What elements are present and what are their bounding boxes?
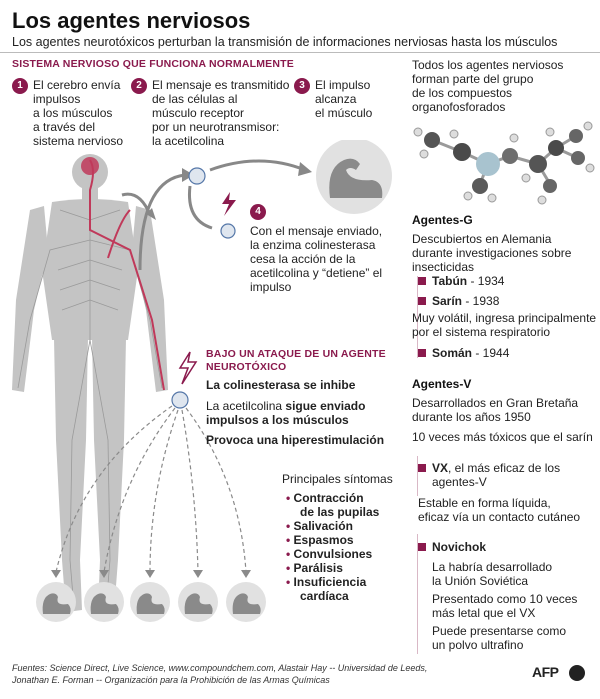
attack-line-4: Provoca una hiperestimulación xyxy=(206,433,385,447)
dashed-arrow-heads-icon xyxy=(51,570,251,578)
brain-icon xyxy=(81,157,99,175)
arrow-head-icon xyxy=(298,162,312,176)
nervous-system-illustration xyxy=(12,140,392,622)
sources-note: Fuentes: Science Direct, Live Science, w… xyxy=(12,663,428,685)
vx-entry: VX, el más eficaz de los agentes-V xyxy=(432,461,561,489)
symptom-item: • Espasmos xyxy=(286,533,354,547)
attack-line-2: La acetilcolina sigue enviado xyxy=(206,399,366,413)
symptoms-list: • Contracción de las pupilas • Salivació… xyxy=(286,491,379,603)
flexed-arm-icon xyxy=(329,158,383,198)
arrow-to-muscle-icon xyxy=(209,159,306,172)
molecule-illustration xyxy=(413,121,595,205)
dashed-arrows-icon xyxy=(55,405,247,573)
sarin-entry: Sarín - 1938 xyxy=(432,294,500,308)
vx-bullet xyxy=(418,464,426,472)
agents-v-divider xyxy=(417,456,418,496)
agents-g-divider xyxy=(417,276,418,358)
normal-system-heading: SISTEMA NERVIOSO QUE FUNCIONA NORMALMENT… xyxy=(12,58,294,70)
symptom-item: • Insuficiencia xyxy=(286,575,367,589)
attack-lightning-icon xyxy=(178,351,198,385)
arrow-to-enzyme-icon xyxy=(187,185,213,230)
soman-bullet xyxy=(418,349,426,357)
step-4-text: Con el mensaje enviado,la enzima colines… xyxy=(250,224,383,294)
enzyme-icon xyxy=(220,223,236,239)
sarin-bullet xyxy=(418,297,426,305)
step-3-badge: 3 xyxy=(294,78,310,94)
novichok-heading: Novichok xyxy=(432,540,487,554)
step-2-badge: 2 xyxy=(131,78,147,94)
arrow-to-neuron-icon xyxy=(138,173,186,271)
attack-line-3: impulsos a los músculos xyxy=(206,413,349,427)
afp-logo: AFP xyxy=(532,664,559,680)
human-body-icon xyxy=(12,154,168,612)
novichok-divider xyxy=(417,534,418,654)
attack-line-1: La colinesterasa se inhibe xyxy=(206,378,356,392)
agents-v-toxicity: 10 veces más tóxicos que el sarín xyxy=(412,430,593,444)
neuron-icon xyxy=(188,167,206,185)
soman-entry: Somán - 1944 xyxy=(432,346,510,360)
arrow-head-icon xyxy=(146,208,156,220)
attack-neuron-icon xyxy=(171,391,189,409)
muscle-circle-icon xyxy=(316,140,392,214)
symptom-item: • Contracción xyxy=(286,491,364,505)
tabun-bullet xyxy=(418,277,426,285)
step-1-badge: 1 xyxy=(12,78,28,94)
vx-description: Estable en forma líquida,eficaz vía un c… xyxy=(418,496,581,524)
symptom-item: de las pupilas xyxy=(300,505,380,519)
molecule-atoms-icon xyxy=(413,121,595,205)
lightning-icon xyxy=(222,192,236,216)
afp-logo-mark-icon xyxy=(569,665,585,681)
muscles-row-icon xyxy=(36,582,266,622)
arrow-head-icon xyxy=(182,168,194,182)
page-title: Los agentes nerviosos xyxy=(12,8,251,33)
symptom-item: • Convulsiones xyxy=(286,547,373,561)
symptom-item: • Parálisis xyxy=(286,561,343,575)
agents-v-heading: Agentes-V xyxy=(412,377,472,391)
page-subtitle: Los agentes neurotóxicos perturban la tr… xyxy=(12,35,558,49)
step-4-badge: 4 xyxy=(250,204,266,220)
agents-g-heading: Agentes-G xyxy=(412,213,473,227)
header-divider xyxy=(0,52,600,53)
symptom-item: • Salivación xyxy=(286,519,353,533)
novichok-bullet xyxy=(418,543,426,551)
symptoms-heading: Principales síntomas xyxy=(282,472,393,486)
symptom-item: cardíaca xyxy=(300,589,349,603)
tabun-entry: Tabún - 1934 xyxy=(432,274,505,288)
